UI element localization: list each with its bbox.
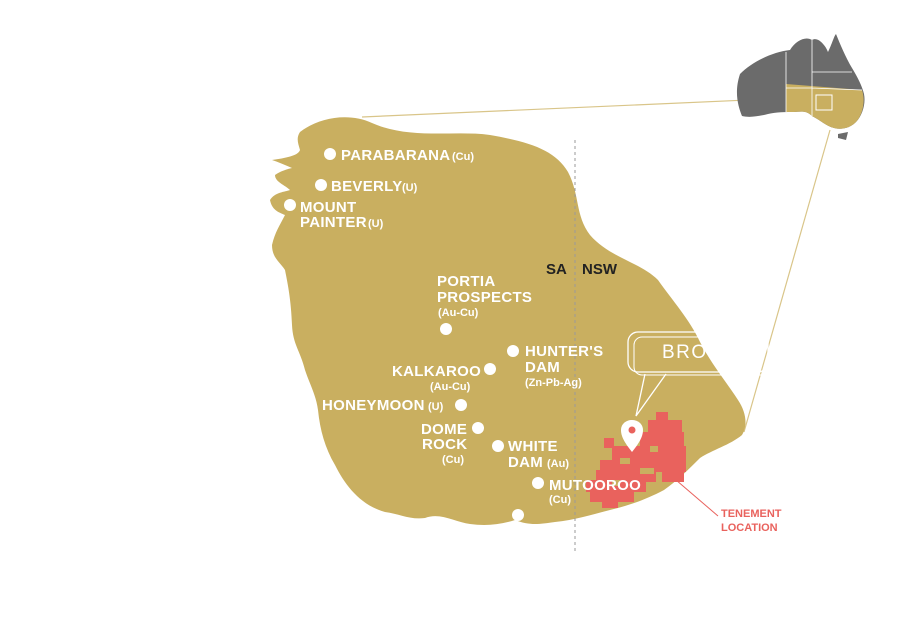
place-name: MUTOOROO — [549, 477, 641, 494]
nsw-label: NSW — [582, 261, 618, 278]
place-name: PARABARANA — [341, 147, 450, 164]
place-name: BEVERLY — [331, 178, 403, 195]
place-name-line2: PROSPECTS — [437, 289, 532, 306]
place-marker — [532, 477, 544, 489]
place-name-line1: PORTIA — [437, 273, 495, 290]
place-name-line2: PAINTER — [300, 214, 367, 231]
place-name-line1: WHITE — [508, 438, 558, 455]
place-mount-painter: MOUNT PAINTER (U) — [284, 199, 384, 231]
inset-highlight-box — [815, 94, 833, 111]
sa-label: SA — [546, 261, 567, 278]
tenement-leader-line — [675, 479, 719, 517]
place-marker — [492, 440, 504, 452]
place-commodity: (Zn-Pb-Ag) — [525, 377, 582, 389]
tenement-label-line1: TENEMENT — [721, 508, 782, 520]
place-commodity: (Au-Cu) — [430, 381, 471, 393]
australia-inset-map — [736, 34, 865, 140]
place-white-dam: WHITE DAM (Au) — [492, 438, 569, 471]
unlabelled-marker — [512, 509, 524, 521]
place-marker — [284, 199, 296, 211]
callout-pointer — [635, 373, 667, 417]
place-marker — [507, 345, 519, 357]
place-kalkaroo: KALKAROO (Au-Cu) — [392, 363, 496, 393]
place-name-line2: DAM — [508, 454, 543, 471]
place-marker — [315, 179, 327, 191]
place-commodity: (U) — [428, 401, 444, 413]
place-name-line2: DAM — [525, 359, 560, 376]
place-marker — [455, 399, 467, 411]
place-name: HONEYMOON — [322, 397, 425, 414]
tenement-label-line2: LOCATION — [721, 522, 778, 534]
place-mutooroo: MUTOOROO (Cu) — [532, 477, 641, 506]
place-commodity: (U) — [368, 218, 384, 230]
place-dome-rock: DOME ROCK (Cu) — [421, 421, 484, 466]
place-name-line1: MOUNT — [300, 199, 357, 216]
place-name: KALKAROO — [392, 363, 481, 380]
place-name-line1: DOME — [421, 421, 467, 438]
callout-box-inner — [633, 336, 769, 376]
place-honeymoon: HONEYMOON (U) — [322, 397, 467, 414]
place-commodity: (Au-Cu) — [438, 307, 479, 319]
place-commodity: (U) — [402, 182, 418, 194]
place-commodity: (Cu) — [549, 494, 571, 506]
place-name-line2: ROCK — [422, 436, 467, 453]
tenement-area — [586, 412, 686, 508]
tenement-gaps — [612, 446, 658, 486]
inset-state-borders — [785, 40, 863, 116]
location-pin-icon — [621, 420, 643, 452]
place-hunters-dam: HUNTER'S DAM (Zn-Pb-Ag) — [507, 343, 603, 389]
place-name-line1: HUNTER'S — [525, 343, 603, 360]
place-commodity: (Cu) — [452, 151, 474, 163]
place-marker — [484, 363, 496, 375]
inset-connector-bottom — [743, 129, 831, 433]
place-marker — [472, 422, 484, 434]
place-commodity: (Au) — [547, 458, 569, 470]
place-beverly: BEVERLY (U) — [315, 178, 418, 195]
place-marker — [324, 148, 336, 160]
place-parabarana: PARABARANA (Cu) — [324, 147, 474, 164]
place-commodity: (Cu) — [442, 454, 464, 466]
callout-text: BRO — [662, 342, 708, 363]
inset-sa-nsw-region — [786, 84, 864, 129]
place-marker — [440, 323, 452, 335]
inset-tasmania — [838, 132, 848, 140]
place-portia: PORTIA PROSPECTS (Au-Cu) — [437, 273, 532, 335]
